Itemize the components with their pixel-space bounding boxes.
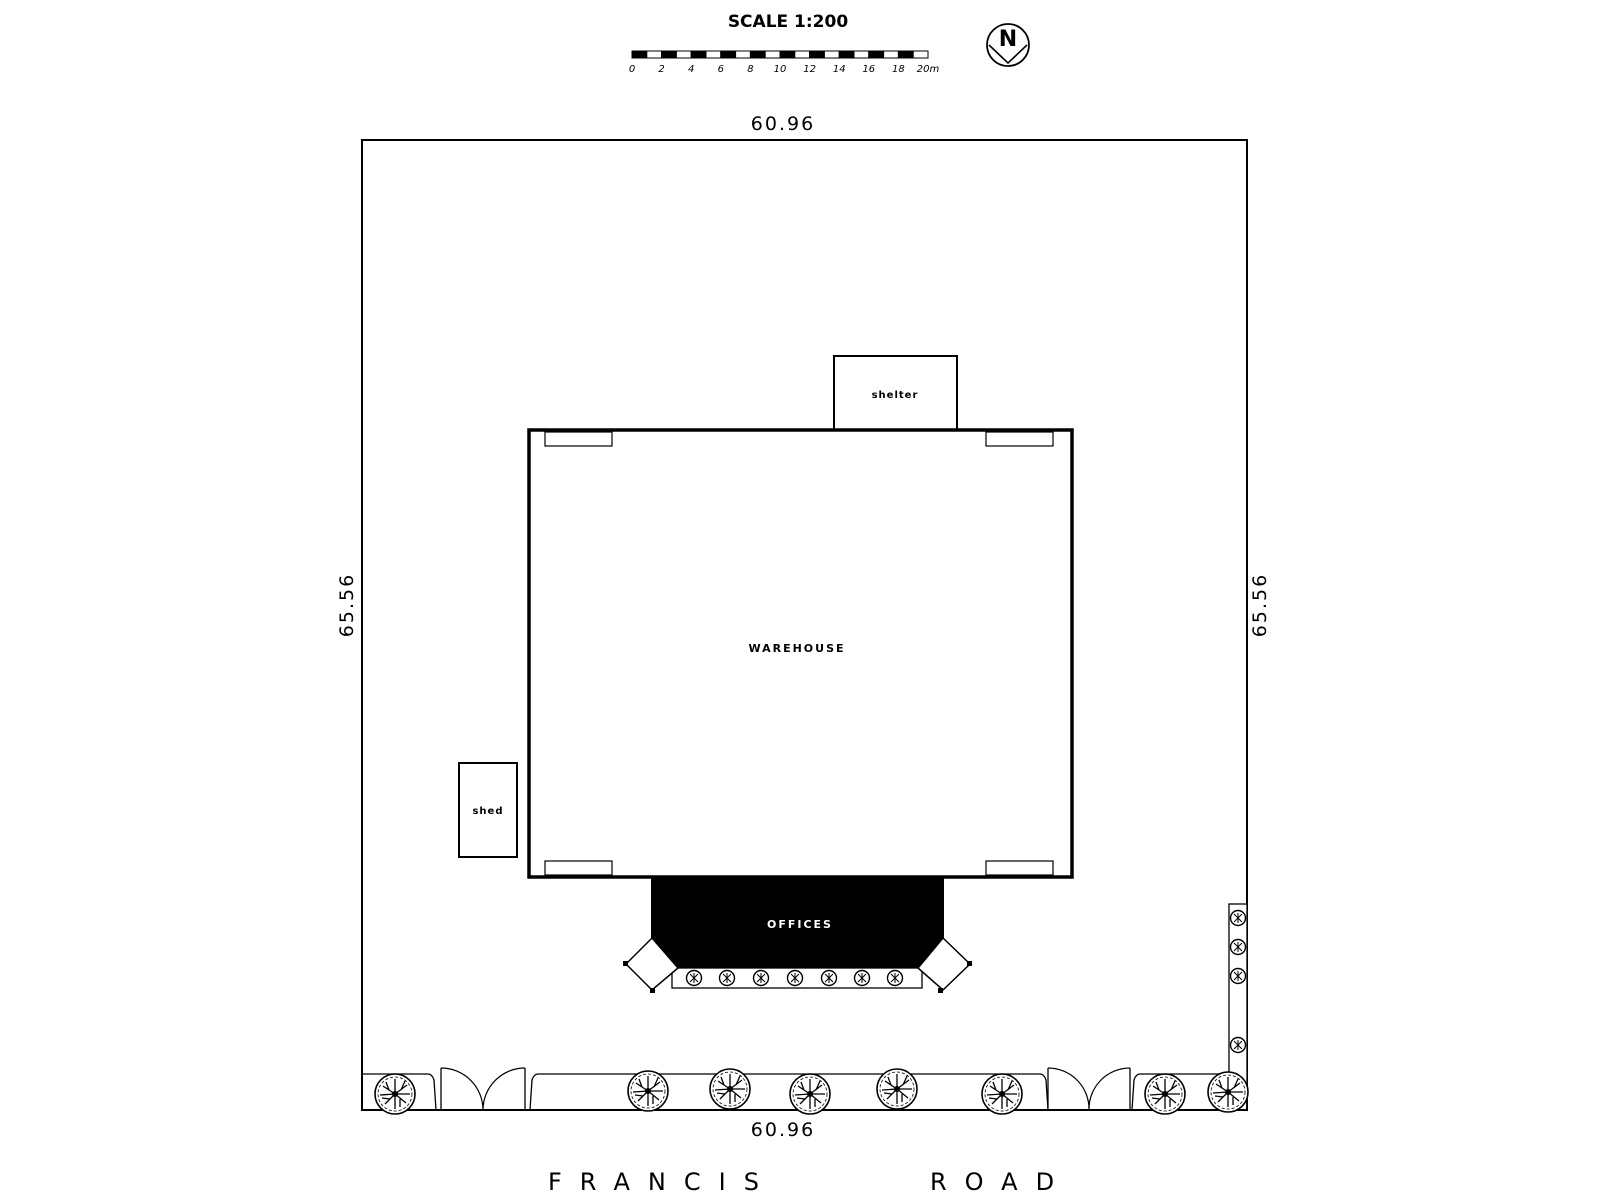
roller-door: [985, 860, 1054, 876]
scale-tick-label: 20m: [917, 64, 940, 75]
scale-bar-segment: [794, 50, 811, 59]
shrub-icon: [1229, 909, 1247, 927]
tree-icon: [789, 1073, 831, 1115]
tree-icon: [709, 1068, 751, 1110]
boundary-bottom-dimension: 60.96: [751, 1119, 815, 1141]
scale-bar-segment: [838, 50, 855, 59]
scale-bar-segment: [675, 50, 692, 59]
shrub-icon: [1229, 1036, 1247, 1054]
shrub-icon: [886, 969, 904, 987]
boundary-right-dimension: 65.56: [1249, 573, 1271, 637]
shrub-icon: [752, 969, 770, 987]
scale-tick-label: 6: [718, 64, 724, 75]
warehouse-label: WAREHOUSE: [748, 642, 845, 655]
shrub-icon: [1229, 938, 1247, 956]
scale-bar-segment: [823, 50, 840, 59]
scale-bar-segment: [646, 50, 663, 59]
scale-bar-segment: [631, 50, 648, 59]
north-label: N: [999, 27, 1017, 52]
shelter-label: shelter: [872, 390, 919, 401]
scale-title: SCALE 1:200: [728, 12, 849, 32]
roller-door: [544, 860, 613, 876]
scale-bar-segment: [779, 50, 796, 59]
tree-icon: [876, 1068, 918, 1110]
scale-bar-segment: [720, 50, 737, 59]
scale-bar-segment: [735, 50, 751, 59]
scale-bar-segment: [868, 50, 885, 59]
scale-bar-segment: [764, 50, 781, 59]
road-name-word1: FRANCIS: [548, 1168, 777, 1196]
scale-tick-labels: 0 2 4 6 8 10 12 14 16 18 20m: [629, 64, 940, 75]
scale-bar-segment: [897, 50, 914, 59]
shed-building: [458, 762, 518, 858]
scale-bar-segment: [690, 50, 707, 59]
driveway-gate-left: [440, 1067, 526, 1111]
shrub-icon: [820, 969, 838, 987]
scale-tick-label: 12: [803, 64, 816, 75]
roller-door: [544, 431, 613, 447]
shelter-building: [833, 355, 958, 431]
scale-bar-segment: [809, 50, 825, 59]
scale-tick-label: 16: [862, 64, 875, 75]
scale-bar-segment: [912, 50, 929, 59]
scale-tick-label: 4: [688, 64, 694, 75]
tree-icon: [981, 1073, 1023, 1115]
scale-tick-label: 10: [774, 64, 787, 75]
scale-tick-label: 8: [747, 64, 753, 75]
shrub-icon: [718, 969, 736, 987]
scale-bar-segment: [883, 50, 899, 59]
shed-label: shed: [472, 806, 503, 817]
tree-icon: [627, 1070, 669, 1112]
roller-door: [985, 431, 1054, 447]
scale-tick-label: 0: [629, 64, 635, 75]
scale-tick-label: 2: [658, 64, 664, 75]
side-planting-bed: [1228, 903, 1248, 1085]
shrub-icon: [1229, 967, 1247, 985]
tree-icon: [1207, 1071, 1249, 1113]
north-arrow-icon: N: [986, 23, 1030, 67]
road-name-word2: ROAD: [930, 1168, 1072, 1196]
scale-tick-label: 14: [833, 64, 846, 75]
shrub-icon: [853, 969, 871, 987]
scale-bar: [631, 50, 929, 59]
boundary-left-dimension: 65.56: [336, 573, 358, 637]
front-planting-strip: [362, 1073, 1229, 1111]
scale-bar-segment: [661, 50, 677, 59]
boundary-top-dimension: 60.96: [751, 113, 815, 135]
scale-bar-segment: [853, 50, 870, 59]
offices-label: OFFICES: [767, 918, 833, 931]
tree-icon: [1144, 1073, 1186, 1115]
tree-icon: [374, 1073, 416, 1115]
scale-tick-label: 18: [892, 64, 905, 75]
scale-bar-segment: [749, 50, 766, 59]
warehouse-building: [527, 428, 1074, 879]
scale-bar-segment: [705, 50, 722, 59]
shrub-icon: [786, 969, 804, 987]
shrub-icon: [685, 969, 703, 987]
front-trees: [374, 1068, 1249, 1115]
driveway-gate-right: [1047, 1067, 1131, 1111]
